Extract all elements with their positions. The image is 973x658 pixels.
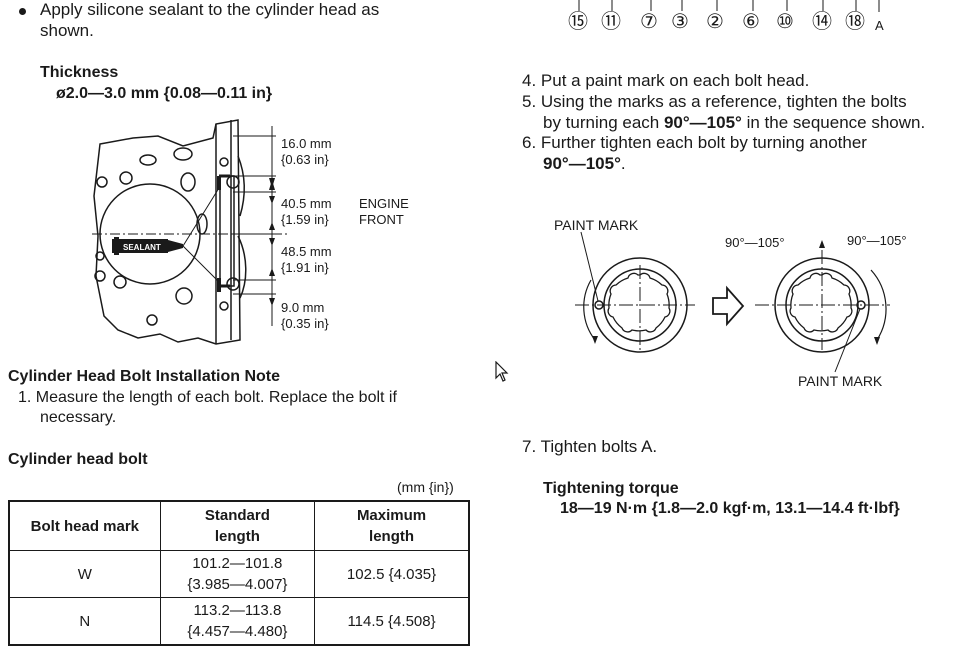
dim-9mm: 9.0 mm — [281, 300, 325, 315]
bullet-text-line2: shown. — [40, 21, 94, 40]
cell-standard: 113.2—113.8 {4.457—4.480} — [159, 597, 316, 646]
bullet-dot — [19, 8, 26, 15]
bullet-text-line1: Apply silicone sealant to the cylinder h… — [40, 0, 380, 19]
step6-line1: 6. Further tighten each bolt by turning … — [522, 133, 867, 152]
thickness-value: ø2.0—3.0 mm {0.08—0.11 in} — [56, 85, 273, 102]
table-row: W 101.2—101.8 {3.985—4.007} 102.5 {4.035… — [8, 550, 470, 598]
angle-right-label: 90°—105° — [847, 233, 907, 248]
torque-label: Tightening torque — [543, 480, 679, 497]
sequence-item: ⑩ — [776, 11, 794, 33]
cell-mark: W — [8, 550, 161, 598]
section-title: Cylinder Head Bolt Installation Note — [8, 368, 281, 385]
paint-mark-bottom-label: PAINT MARK — [798, 373, 883, 389]
dim-48mm-in: {1.91 in} — [281, 260, 329, 275]
step4: 4. Put a paint mark on each bolt head. — [522, 71, 810, 90]
cell-standard: 101.2—101.8 {3.985—4.007} — [159, 550, 316, 598]
direction-arrow-icon — [712, 285, 745, 327]
table-title: Cylinder head bolt — [8, 451, 148, 468]
mouse-cursor-icon — [495, 361, 509, 382]
thickness-label: Thickness — [40, 64, 119, 81]
sequence-item: ② — [706, 11, 724, 33]
step1-line2: necessary. — [40, 409, 117, 426]
step6-line2: 90°—105°. — [543, 154, 626, 173]
sealant-tube-icon: SEALANT — [112, 237, 183, 255]
sequence-item: ⑥ — [742, 11, 760, 33]
header-standard-length: Standard length — [159, 500, 316, 551]
sequence-item: ⑭ — [812, 11, 832, 33]
table-header-row: Bolt head mark Standard length Maximum l… — [8, 500, 470, 551]
dim-9mm-in: {0.35 in} — [281, 316, 329, 331]
dim-16mm-in: {0.63 in} — [281, 152, 329, 167]
front-label: FRONT — [359, 212, 404, 227]
cell-mark: N — [8, 597, 161, 646]
torque-value: 18—19 N·m {1.8—2.0 kgf·m, 13.1—14.4 ft·l… — [560, 500, 900, 517]
angle-left-label: 90°—105° — [725, 235, 785, 250]
bolt-length-table: Bolt head mark Standard length Maximum l… — [8, 500, 470, 646]
paint-mark-diagram — [575, 231, 890, 373]
table-unit: (mm {in}) — [397, 479, 454, 495]
dim-40mm: 40.5 mm — [281, 196, 332, 211]
dim-16mm: 16.0 mm — [281, 136, 332, 151]
table-row: N 113.2—113.8 {4.457—4.480} 114.5 {4.508… — [8, 597, 470, 646]
step5-line2: by turning each 90°—105° in the sequence… — [543, 113, 926, 132]
step1-line1: 1. Measure the length of each bolt. Repl… — [18, 389, 397, 406]
header-maximum-length: Maximum length — [314, 500, 470, 551]
step5-line1: 5. Using the marks as a reference, tight… — [522, 92, 907, 111]
cylinder-head-diagram: SEALANT — [92, 119, 288, 345]
sealant-label: SEALANT — [123, 243, 161, 252]
step7: 7. Tighten bolts A. — [522, 437, 658, 456]
sequence-item: ⑪ — [601, 11, 621, 33]
sequence-item: ⑱ — [845, 11, 865, 33]
sequence-item-a: A — [875, 18, 884, 33]
paint-mark-top-label: PAINT MARK — [554, 217, 639, 233]
sequence-item: ⑦ — [640, 11, 658, 33]
header-bolt-head-mark: Bolt head mark — [8, 500, 161, 551]
head-gasket-outline — [93, 119, 247, 345]
engine-label: ENGINE — [359, 196, 409, 211]
sequence-item: ③ — [671, 11, 689, 33]
sequence-leader-lines — [578, 0, 880, 12]
cell-maximum: 114.5 {4.508} — [314, 597, 470, 646]
dim-40mm-in: {1.59 in} — [281, 212, 329, 227]
dim-48mm: 48.5 mm — [281, 244, 332, 259]
sequence-item: ⑮ — [568, 11, 588, 33]
cell-maximum: 102.5 {4.035} — [314, 550, 470, 598]
